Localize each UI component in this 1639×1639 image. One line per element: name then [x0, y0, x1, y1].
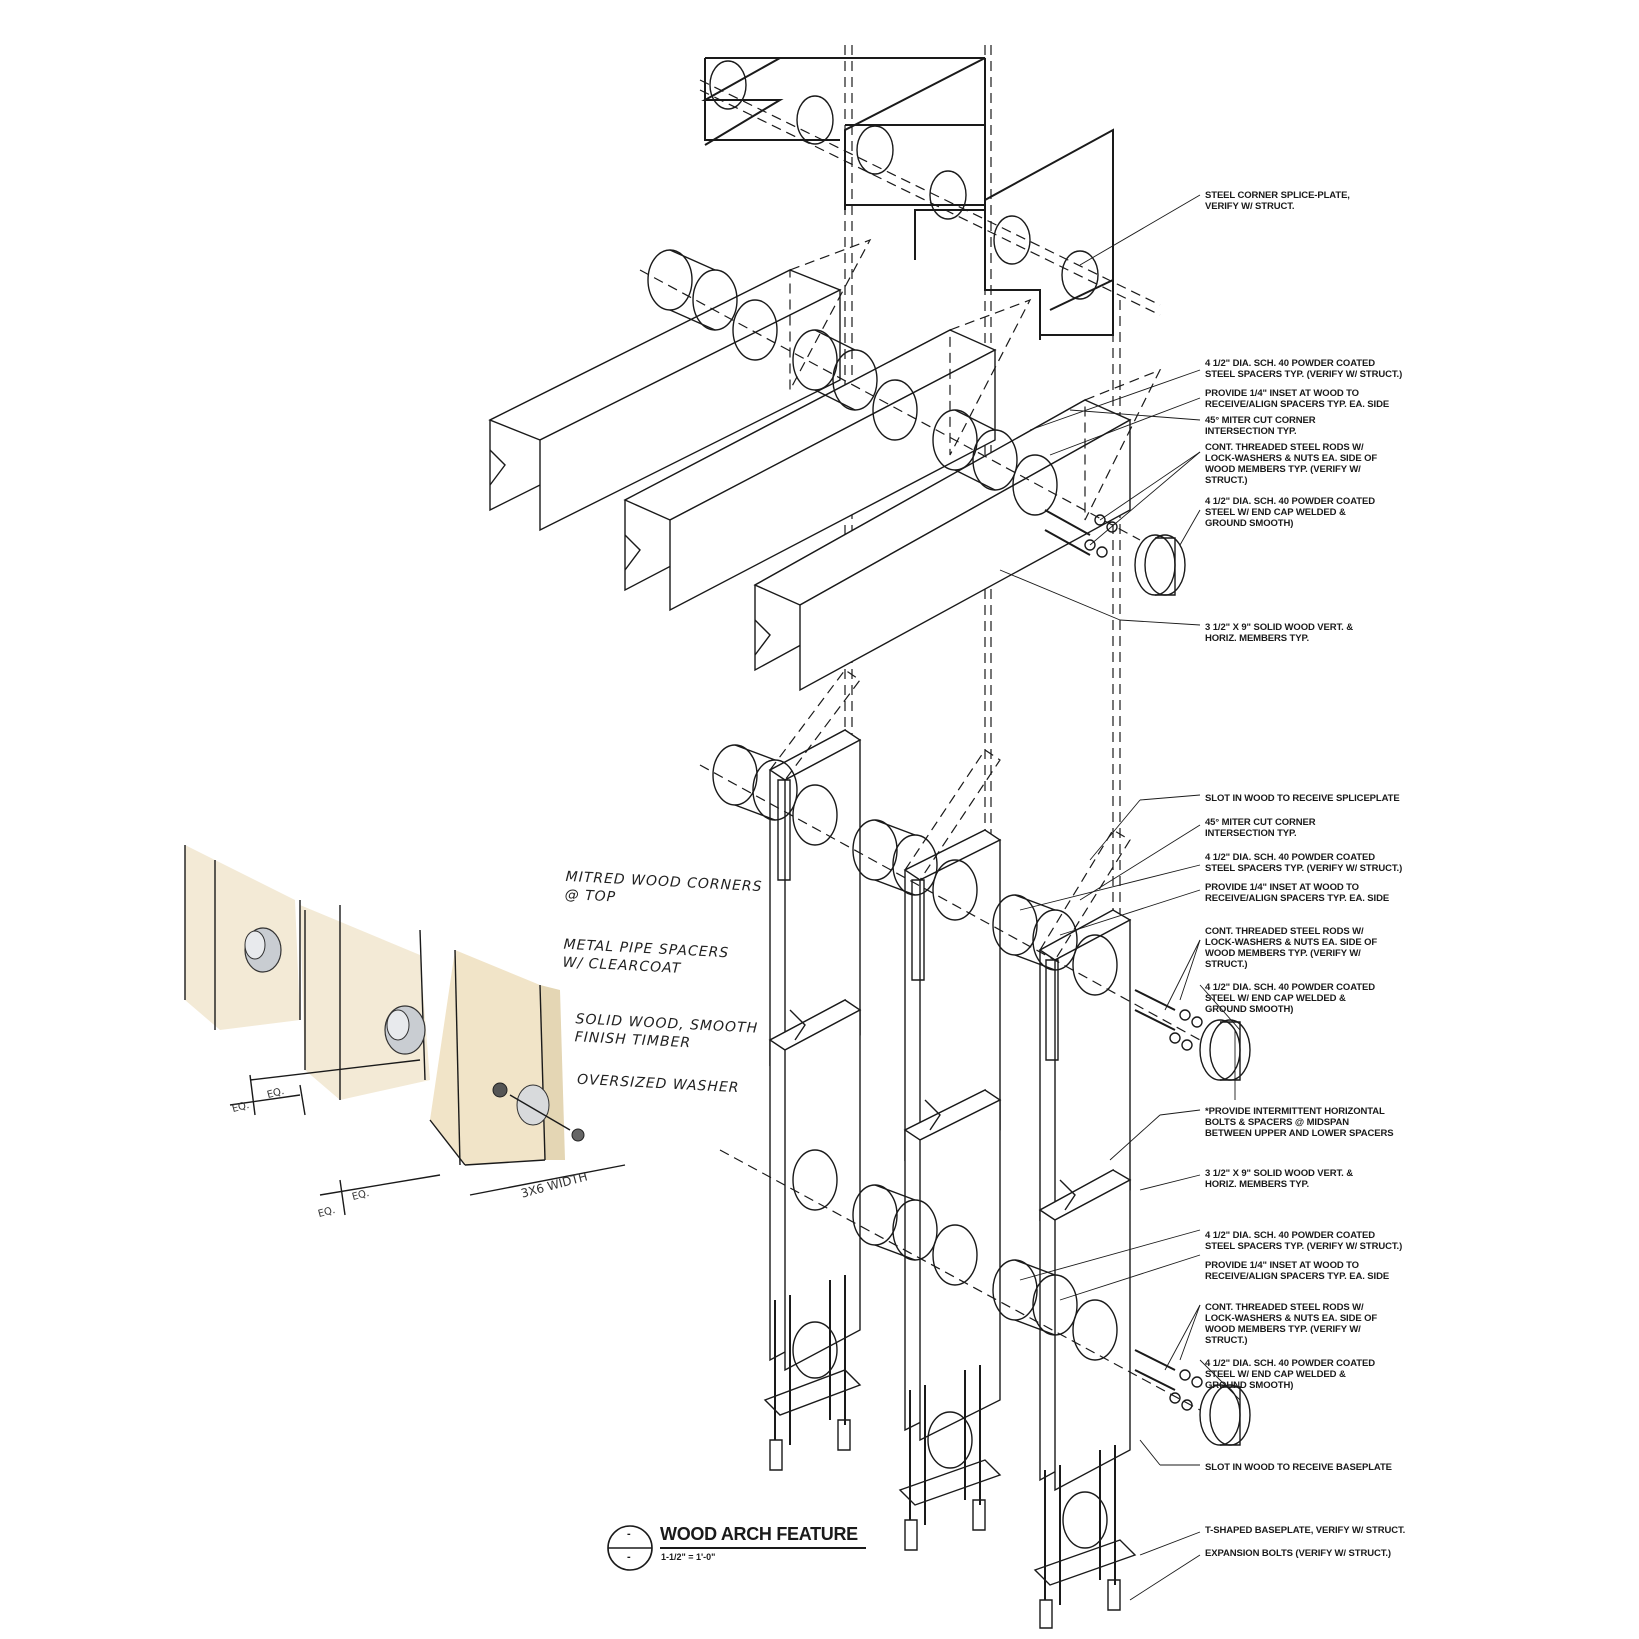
note-mid-spacers: 4 1/2" DIA. SCH. 40 POWDER COATED STEEL … [1205, 852, 1403, 874]
note-top-endcap: 4 1/2" DIA. SCH. 40 POWDER COATED STEEL … [1205, 496, 1375, 529]
note-low-spacers: 4 1/2" DIA. SCH. 40 POWDER COATED STEEL … [1205, 1230, 1403, 1252]
note-top-spacers: 4 1/2" DIA. SCH. 40 POWDER COATED STEEL … [1205, 358, 1403, 380]
title-underline [660, 1547, 866, 1549]
middle-wood-columns [770, 670, 1130, 1230]
note-top-rods: CONT. THREADED STEEL RODS W/ LOCK-WASHER… [1205, 442, 1378, 486]
note-mid-miter: 45° MITER CUT CORNER INTERSECTION TYP. [1205, 817, 1316, 839]
note-mid-inset: PROVIDE 1/4" INSET AT WOOD TO RECEIVE/AL… [1205, 882, 1390, 904]
sketch-detail [185, 845, 625, 1215]
upper-wood-beams [490, 240, 1160, 690]
note-top-miter: 45° MITER CUT CORNER INTERSECTION TYP. [1205, 415, 1316, 437]
leader-lines [1000, 195, 1240, 1600]
lower-spacers [720, 1150, 1250, 1445]
note-splice-plate: STEEL CORNER SPLICE-PLATE, VERIFY W/ STR… [1205, 190, 1350, 212]
note-mid-slot: SLOT IN WOOD TO RECEIVE SPLICEPLATE [1205, 793, 1400, 804]
drawing-number-top: - [627, 1528, 631, 1540]
note-expansion-bolts: EXPANSION BOLTS (VERIFY W/ STRUCT.) [1205, 1548, 1391, 1559]
drawing-scale: 1-1/2" = 1'-0" [661, 1552, 716, 1562]
note-baseplate-slot: SLOT IN WOOD TO RECEIVE BASEPLATE [1205, 1462, 1392, 1473]
note-mid-endcap: 4 1/2" DIA. SCH. 40 POWDER COATED STEEL … [1205, 982, 1375, 1015]
lower-wood-columns [770, 1000, 1130, 1490]
note-intermittent: *PROVIDE INTERMITTENT HORIZONTAL BOLTS &… [1205, 1106, 1394, 1139]
note-low-rods: CONT. THREADED STEEL RODS W/ LOCK-WASHER… [1205, 1302, 1378, 1346]
top-splice-plates [700, 58, 1160, 340]
upper-spacers [640, 250, 1185, 595]
drawing-number-bottom: - [627, 1551, 631, 1563]
note-low-endcap: 4 1/2" DIA. SCH. 40 POWDER COATED STEEL … [1205, 1358, 1375, 1391]
note-top-wood: 3 1/2" x 9" SOLID WOOD VERT. & HORIZ. ME… [1205, 622, 1354, 644]
note-top-inset: PROVIDE 1/4" INSET AT WOOD TO RECEIVE/AL… [1205, 388, 1390, 410]
note-low-inset: PROVIDE 1/4" INSET AT WOOD TO RECEIVE/AL… [1205, 1260, 1390, 1282]
title-circle-symbol [607, 1525, 653, 1571]
drawing-title: WOOD ARCH FEATURE [660, 1524, 858, 1544]
note-baseplate: T-SHAPED BASEPLATE, VERIFY W/ STRUCT. [1205, 1525, 1406, 1536]
middle-spacers [700, 745, 1250, 1080]
title-block: - - WOOD ARCH FEATURE 1-1/2" = 1'-0" [605, 1518, 885, 1578]
note-low-wood: 3 1/2" x 9" SOLID WOOD VERT. & HORIZ. ME… [1205, 1168, 1354, 1190]
note-mid-rods: CONT. THREADED STEEL RODS W/ LOCK-WASHER… [1205, 926, 1378, 970]
baseplates [765, 1275, 1135, 1628]
